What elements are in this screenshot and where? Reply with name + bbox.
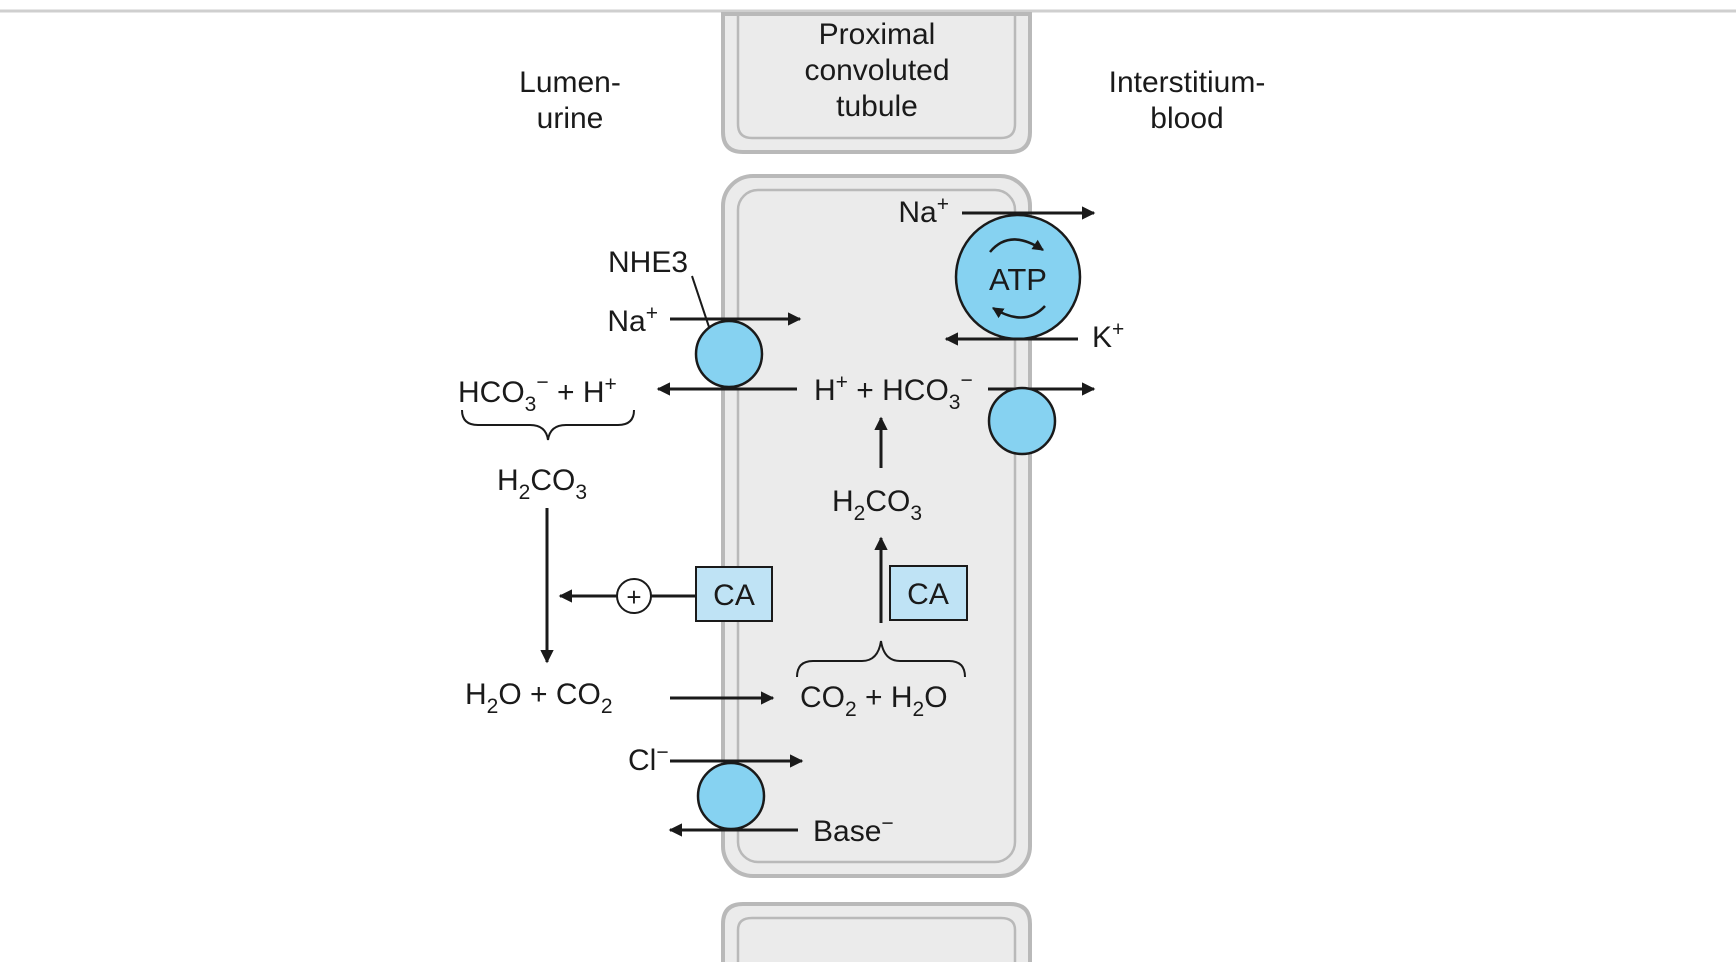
- lumen-h2co3-label: H2CO3: [497, 464, 587, 504]
- interstitium-label-line-1: Interstitium-: [1109, 66, 1266, 99]
- cl-base-exchanger: [696, 761, 766, 831]
- cell-title-line-2: convoluted: [804, 54, 949, 87]
- cl-minus-label: Cl−: [628, 741, 669, 777]
- lumen-h2o-co2-label: H2O + CO2: [465, 678, 613, 718]
- interstitium-label-line-2: blood: [1150, 102, 1223, 135]
- lumen-brace: [461, 409, 635, 441]
- nhe3-pointer-line: [691, 275, 713, 337]
- lumen-hco3-h-label: HCO3− + H+: [458, 371, 617, 416]
- lumen-label-line-1: Lumen-: [519, 66, 621, 99]
- ca-apical-box: [695, 566, 773, 622]
- lumen-label-line-2: urine: [537, 102, 604, 135]
- base-minus-label: Base−: [813, 812, 894, 848]
- ca-cell-label: CA: [907, 578, 949, 611]
- cell-h-hco3-label: H+ + HCO3−: [814, 369, 973, 414]
- k-plus-label: K+: [1092, 318, 1124, 354]
- nhe3-label: NHE3: [608, 246, 688, 279]
- na-k-atpase-pump: ATP: [954, 213, 1082, 341]
- cell-brace: [796, 640, 966, 678]
- ca-apical-label: CA: [713, 579, 755, 612]
- hco3-basolateral-transporter: [987, 386, 1057, 456]
- cell-co2-h2o-label: CO2 + H2O: [800, 681, 948, 721]
- plus-sign-label: +: [626, 582, 641, 612]
- atp-label: ATP: [989, 262, 1047, 297]
- cell-h2co3-label: H2CO3: [832, 485, 922, 525]
- cell-title-line-3: tubule: [836, 90, 918, 123]
- na-plus-basolateral-label: Na+: [898, 193, 949, 229]
- nhe3-transporter: [694, 319, 764, 389]
- lower-cell: [720, 902, 1034, 968]
- na-plus-apical-label: Na+: [607, 302, 658, 338]
- main-cell: [721, 174, 1032, 878]
- ca-cell-box: [889, 565, 968, 621]
- rotation-arrow-top-icon: [989, 238, 1044, 253]
- plus-sign-icon: [616, 578, 652, 614]
- cell-title-line-1: Proximal: [819, 18, 936, 51]
- rotation-arrow-bottom-icon: [992, 305, 1046, 319]
- upper-cell: [721, 12, 1032, 154]
